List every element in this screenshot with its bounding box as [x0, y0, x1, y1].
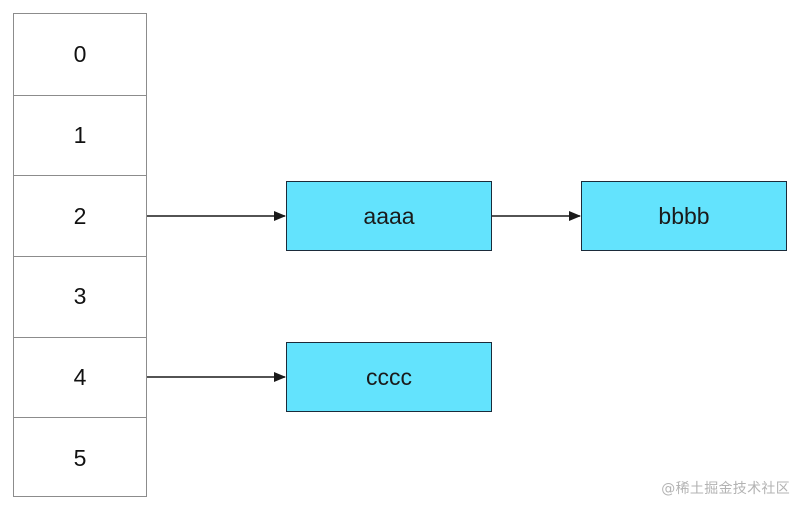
- node-label: cccc: [366, 363, 412, 390]
- array-index-label: 0: [73, 40, 87, 67]
- watermark-text: @稀土掘金技术社区: [661, 481, 790, 497]
- array-index-label: 1: [73, 121, 87, 148]
- array-index-label: 2: [73, 202, 87, 229]
- list-node-bbbb: bbbb: [581, 181, 787, 251]
- array-index-label: 4: [73, 363, 87, 390]
- array-cell-1: 1: [14, 94, 146, 176]
- array-cell-4: 4: [14, 336, 146, 418]
- hash-array: 0 1 2 3 4 5: [13, 13, 147, 497]
- array-cell-3: 3: [14, 255, 146, 337]
- array-cell-2: 2: [14, 175, 146, 256]
- node-label: aaaa: [363, 202, 415, 229]
- array-cell-5: 5: [14, 417, 146, 498]
- array-index-label: 3: [73, 283, 87, 310]
- list-node-cccc: cccc: [286, 342, 492, 412]
- array-index-label: 5: [73, 444, 87, 471]
- node-label: bbbb: [658, 202, 710, 229]
- list-node-aaaa: aaaa: [286, 181, 492, 251]
- array-cell-0: 0: [14, 14, 146, 95]
